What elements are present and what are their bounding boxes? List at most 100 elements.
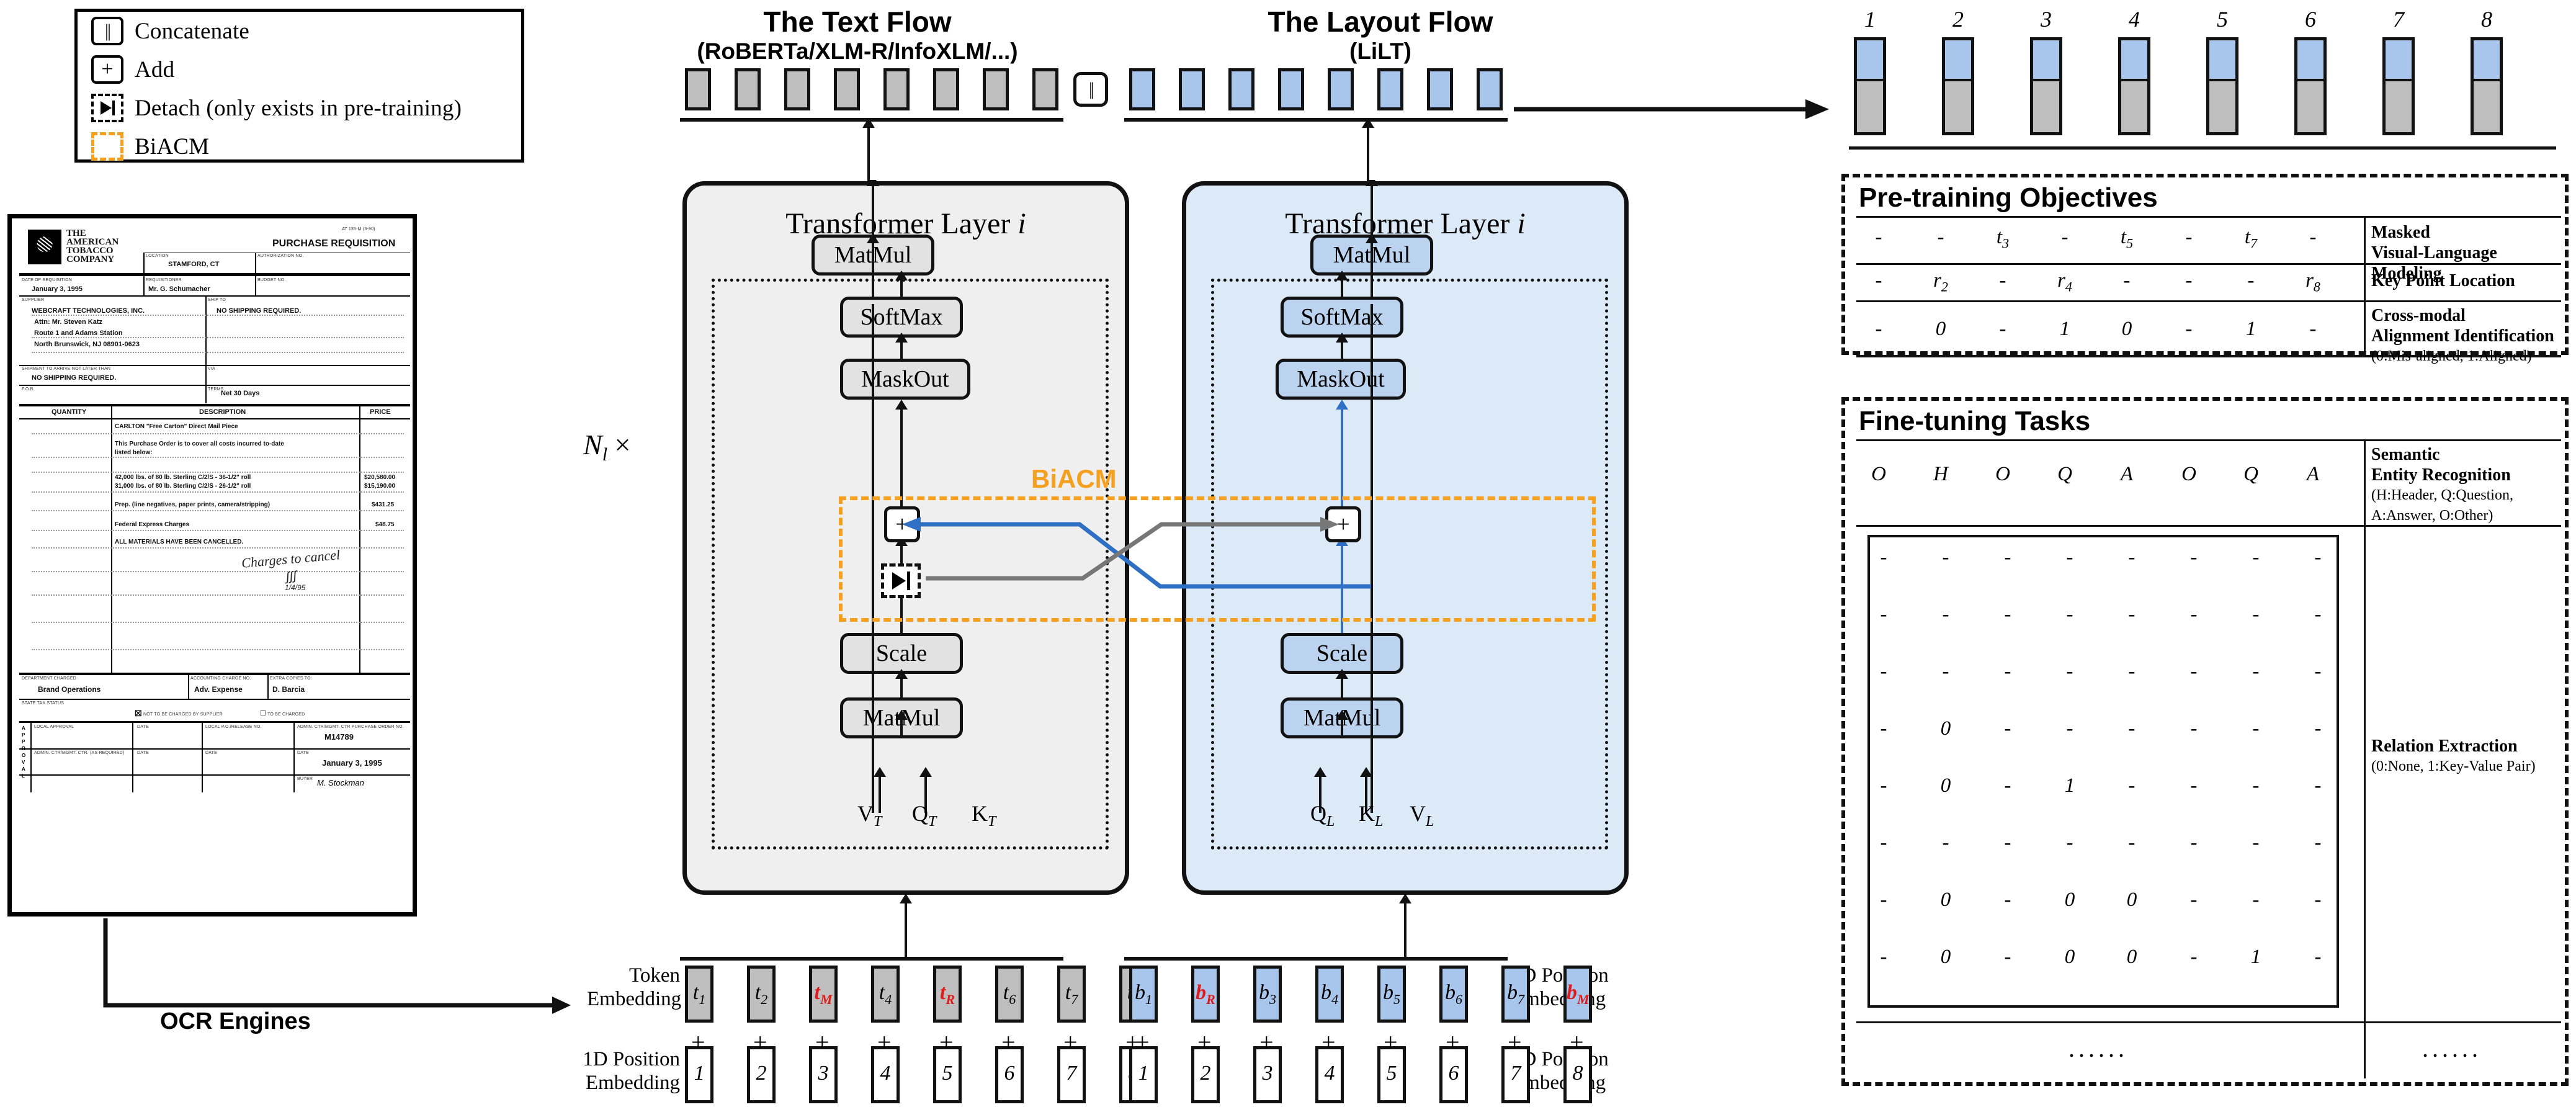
pretraining-row-0-cell-3: - bbox=[2061, 226, 2068, 248]
field-label-fob: F.O.B. bbox=[22, 387, 35, 392]
tok-layout-chip-2: bR bbox=[1191, 966, 1220, 1023]
re-cell-0-2: - bbox=[2004, 546, 2011, 568]
re-cell-4-6: - bbox=[2252, 774, 2260, 797]
output-bar-text-part bbox=[1857, 81, 1883, 132]
footer-label-admin-ctr-as-required: ADMIN. CTR/MGMT. CTR. (AS REQUIRED) bbox=[34, 751, 125, 755]
text-query-label: QT bbox=[912, 801, 937, 830]
pos-layout-label-7: 7 bbox=[1510, 1062, 1521, 1085]
pretraining-row-2-cell-0: - bbox=[1875, 318, 1882, 340]
re-cell-3-0: - bbox=[1880, 717, 1887, 740]
re-cell-0-1: - bbox=[1942, 546, 1949, 568]
re-cell-5-7: - bbox=[2314, 831, 2322, 854]
num-layers-label: Nl × bbox=[583, 429, 631, 465]
biacm-icon bbox=[91, 132, 123, 161]
checkbox-not-charged-icon: ☒ bbox=[135, 709, 142, 718]
output-bar-number-7: 7 bbox=[2393, 7, 2404, 32]
re-cell-1-5: - bbox=[2190, 603, 2198, 625]
pos-layout-label-6: 6 bbox=[1448, 1062, 1459, 1085]
relation-extraction-matrix-box: -------------------------0-------0-1----… bbox=[1867, 535, 2339, 1008]
footer-label-date-1: DATE bbox=[137, 725, 149, 729]
output-bar-number-2: 2 bbox=[1952, 7, 1964, 32]
table-row-desc-3: 42,000 lbs. of 80 lb. Sterling C/2/S - 3… bbox=[115, 474, 251, 481]
re-cell-3-7: - bbox=[2314, 717, 2322, 740]
pretraining-row-1-cell-7: r8 bbox=[2305, 269, 2320, 295]
layout-flow-title: The Layout Flow bbox=[1268, 6, 1493, 38]
tok-layout-label-8: bM bbox=[1567, 981, 1590, 1007]
pretraining-row-1-cell-3: r4 bbox=[2057, 269, 2072, 295]
text-output-baseline bbox=[680, 118, 1063, 122]
handwritten-date: 1/4/95 bbox=[285, 583, 306, 592]
text-output-chip-1 bbox=[685, 68, 711, 110]
output-bar-text-part bbox=[2474, 81, 2500, 132]
pos-layout-chip-6: 6 bbox=[1439, 1046, 1468, 1103]
legend-item-concatenate: || Concatenate bbox=[78, 12, 521, 50]
output-bar-7 bbox=[2382, 37, 2415, 135]
tok-layout-chip-8: bM bbox=[1563, 966, 1592, 1023]
pretraining-row-2-cell-1: 0 bbox=[1935, 318, 1946, 340]
table-header-quantity: QUANTITY bbox=[51, 408, 87, 416]
text-output-chip-6 bbox=[933, 68, 959, 110]
supplier-line-3: Route 1 and Adams Station bbox=[34, 329, 123, 337]
table-row-price-3: $20,580.00 bbox=[364, 474, 396, 481]
layout-output-chip-8 bbox=[1477, 68, 1503, 110]
output-bar-layout-part bbox=[2386, 40, 2412, 81]
pos-text-chip-4: 4 bbox=[871, 1046, 900, 1103]
text-op-scale: Scale bbox=[840, 633, 963, 674]
re-cell-7-3: 0 bbox=[2064, 946, 2075, 968]
field-value-shipment-arrive: NO SHIPPING REQUIRED. bbox=[32, 374, 117, 382]
ser-cell-7: A bbox=[2306, 463, 2320, 485]
supplier-line-2: Attn: Mr. Steven Katz bbox=[34, 318, 103, 326]
pos-layout-label-8: 8 bbox=[1572, 1062, 1583, 1085]
re-cell-1-7: - bbox=[2314, 603, 2322, 625]
table-header-price: PRICE bbox=[370, 408, 391, 416]
footer-label-local-po-release-no: LOCAL P.O./RELEASE NO. bbox=[205, 725, 262, 729]
ser-cell-2: O bbox=[1995, 463, 2010, 485]
output-bar-text-part bbox=[2209, 81, 2235, 132]
re-cell-1-3: - bbox=[2066, 603, 2073, 625]
layout-output-chip-3 bbox=[1228, 68, 1254, 110]
pos-text-chip-7: 7 bbox=[1057, 1046, 1086, 1103]
concatenate-icon: || bbox=[91, 17, 123, 45]
output-bar-4 bbox=[2118, 37, 2150, 135]
pretraining-task-2-note: (0:Mis-aligned, 1:Aligned) bbox=[2371, 348, 2532, 364]
text-output-chip-4 bbox=[834, 68, 860, 110]
text-output-chip-3 bbox=[784, 68, 810, 110]
footer-value-accounting-charge-no: Adv. Expense bbox=[194, 685, 243, 694]
re-cell-0-5: - bbox=[2190, 546, 2198, 568]
embedding-plus-text-3: + bbox=[815, 1028, 830, 1056]
field-label-date-of-requisition: DATE OF REQUISITION bbox=[22, 278, 73, 282]
output-bar-layout-part bbox=[2121, 40, 2147, 81]
embedding-plus-layout-8: + bbox=[1570, 1028, 1584, 1056]
footer-label-date-4: DATE bbox=[297, 751, 309, 755]
footer-value-extra-copies-to: D. Barcia bbox=[272, 685, 305, 694]
biacm-cross-wires bbox=[902, 517, 1371, 589]
pos-layout-chip-4: 4 bbox=[1315, 1046, 1344, 1103]
re-cell-7-6: 1 bbox=[2250, 946, 2261, 968]
tok-layout-label-6: b6 bbox=[1445, 981, 1462, 1007]
field-label-supplier: SUPPLIER bbox=[22, 298, 45, 302]
re-cell-3-1: 0 bbox=[1940, 717, 1951, 740]
pretraining-row-0-cell-4: t5 bbox=[2120, 226, 2134, 251]
output-bar-6 bbox=[2294, 37, 2327, 135]
re-cell-1-1: - bbox=[1942, 603, 1949, 625]
tok-layout-chip-3: b3 bbox=[1253, 966, 1282, 1023]
output-bar-layout-part bbox=[2474, 40, 2500, 81]
output-bar-layout-part bbox=[1945, 40, 1971, 81]
re-cell-1-6: - bbox=[2252, 603, 2260, 625]
footer-label-to-be-charged: TO BE CHARGED bbox=[267, 712, 305, 717]
pretraining-row-1-cell-6: - bbox=[2247, 269, 2255, 292]
pretraining-task-1-name: Key Point Location bbox=[2371, 271, 2515, 290]
field-label-shipment-arrive: SHIPMENT TO ARRIVE NOT LATER THAN bbox=[22, 367, 111, 371]
table-row-desc-7: ALL MATERIALS HAVE BEEN CANCELLED. bbox=[115, 539, 244, 545]
tok-text-chip-7: t7 bbox=[1057, 966, 1086, 1023]
footer-value-purchase-order-no: M14789 bbox=[324, 732, 354, 742]
ser-cell-1: H bbox=[1933, 463, 1948, 485]
re-cell-0-7: - bbox=[2314, 546, 2322, 568]
re-cell-7-0: - bbox=[1880, 946, 1887, 968]
output-bar-number-8: 8 bbox=[2481, 7, 2492, 32]
ser-cell-5: O bbox=[2181, 463, 2196, 485]
text-output-chip-7 bbox=[983, 68, 1009, 110]
text-key-label: KT bbox=[972, 801, 996, 830]
